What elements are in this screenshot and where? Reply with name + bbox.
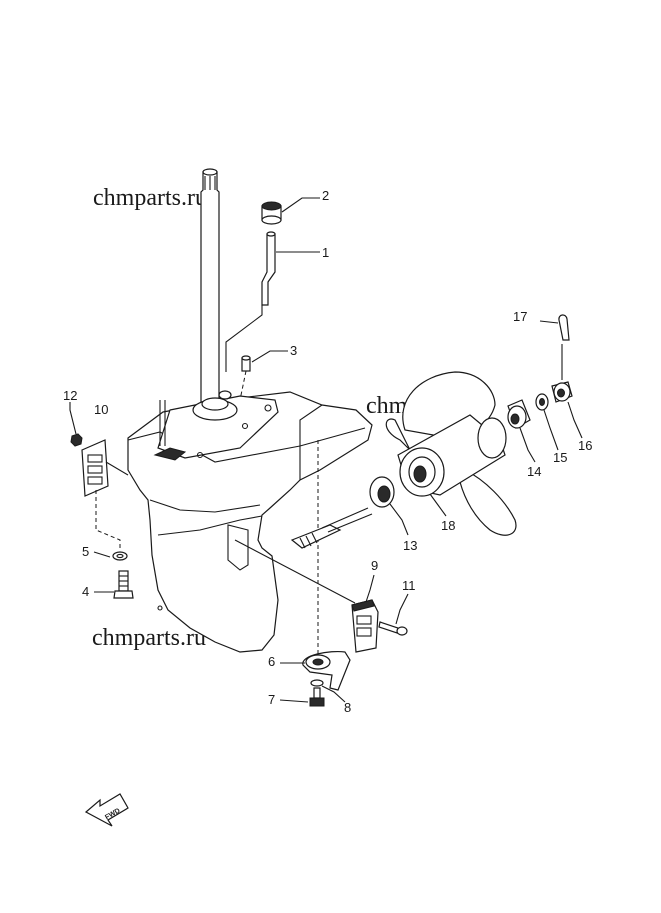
callout-18: 18 [441, 518, 455, 533]
shift-rod-part-1[interactable] [225, 231, 276, 372]
propeller-shaft[interactable] [290, 507, 373, 549]
callout-10: 10 [94, 402, 108, 417]
bolt-part-7[interactable] [309, 687, 325, 707]
callout-13: 13 [403, 538, 417, 553]
fwd-arrow-icon: FWD [84, 793, 129, 827]
callout-4: 4 [82, 584, 89, 599]
callout-9: 9 [371, 558, 378, 573]
callout-6: 6 [268, 654, 275, 669]
guide-line-plate [234, 539, 356, 604]
washer-part-15[interactable] [535, 393, 549, 411]
cover-plate-part-10[interactable] [81, 439, 129, 497]
lower-unit-housing[interactable] [127, 390, 373, 653]
callout-2: 2 [322, 188, 329, 203]
watermark-bottom: chmparts.ru [92, 625, 206, 651]
washer-part-8[interactable] [310, 679, 324, 687]
screw-part-11[interactable] [378, 621, 408, 636]
callout-11: 11 [402, 578, 416, 593]
guide-line-cover [95, 490, 121, 550]
spacer-part-14[interactable] [507, 399, 531, 429]
thrust-washer-part-13[interactable] [369, 476, 395, 508]
callout-3: 3 [290, 343, 297, 358]
anode-plate-part-9[interactable] [351, 599, 379, 653]
bolt-part-4[interactable] [113, 570, 134, 599]
callout-5: 5 [82, 544, 89, 559]
propeller-part-18[interactable] [385, 371, 517, 536]
cotter-pin-part-17[interactable] [558, 314, 570, 341]
grommet-part-2[interactable] [261, 201, 282, 225]
dowel-pin-part-3[interactable] [239, 355, 251, 401]
leader-lines [69, 197, 583, 703]
callout-17: 17 [513, 309, 527, 324]
callout-14: 14 [527, 464, 541, 479]
callout-16: 16 [578, 438, 592, 453]
nut-part-12[interactable] [70, 433, 83, 447]
callout-8: 8 [344, 700, 351, 715]
callout-12: 12 [63, 388, 77, 403]
callout-15: 15 [553, 450, 567, 465]
drive-shaft[interactable] [200, 168, 220, 403]
callout-7: 7 [268, 692, 275, 707]
castle-nut-part-16[interactable] [551, 344, 573, 403]
trim-tab-anode-part-6[interactable] [302, 650, 351, 691]
callout-1: 1 [322, 245, 329, 260]
watermark-top: chmparts.ru [93, 185, 207, 211]
washer-part-5[interactable] [112, 551, 128, 561]
